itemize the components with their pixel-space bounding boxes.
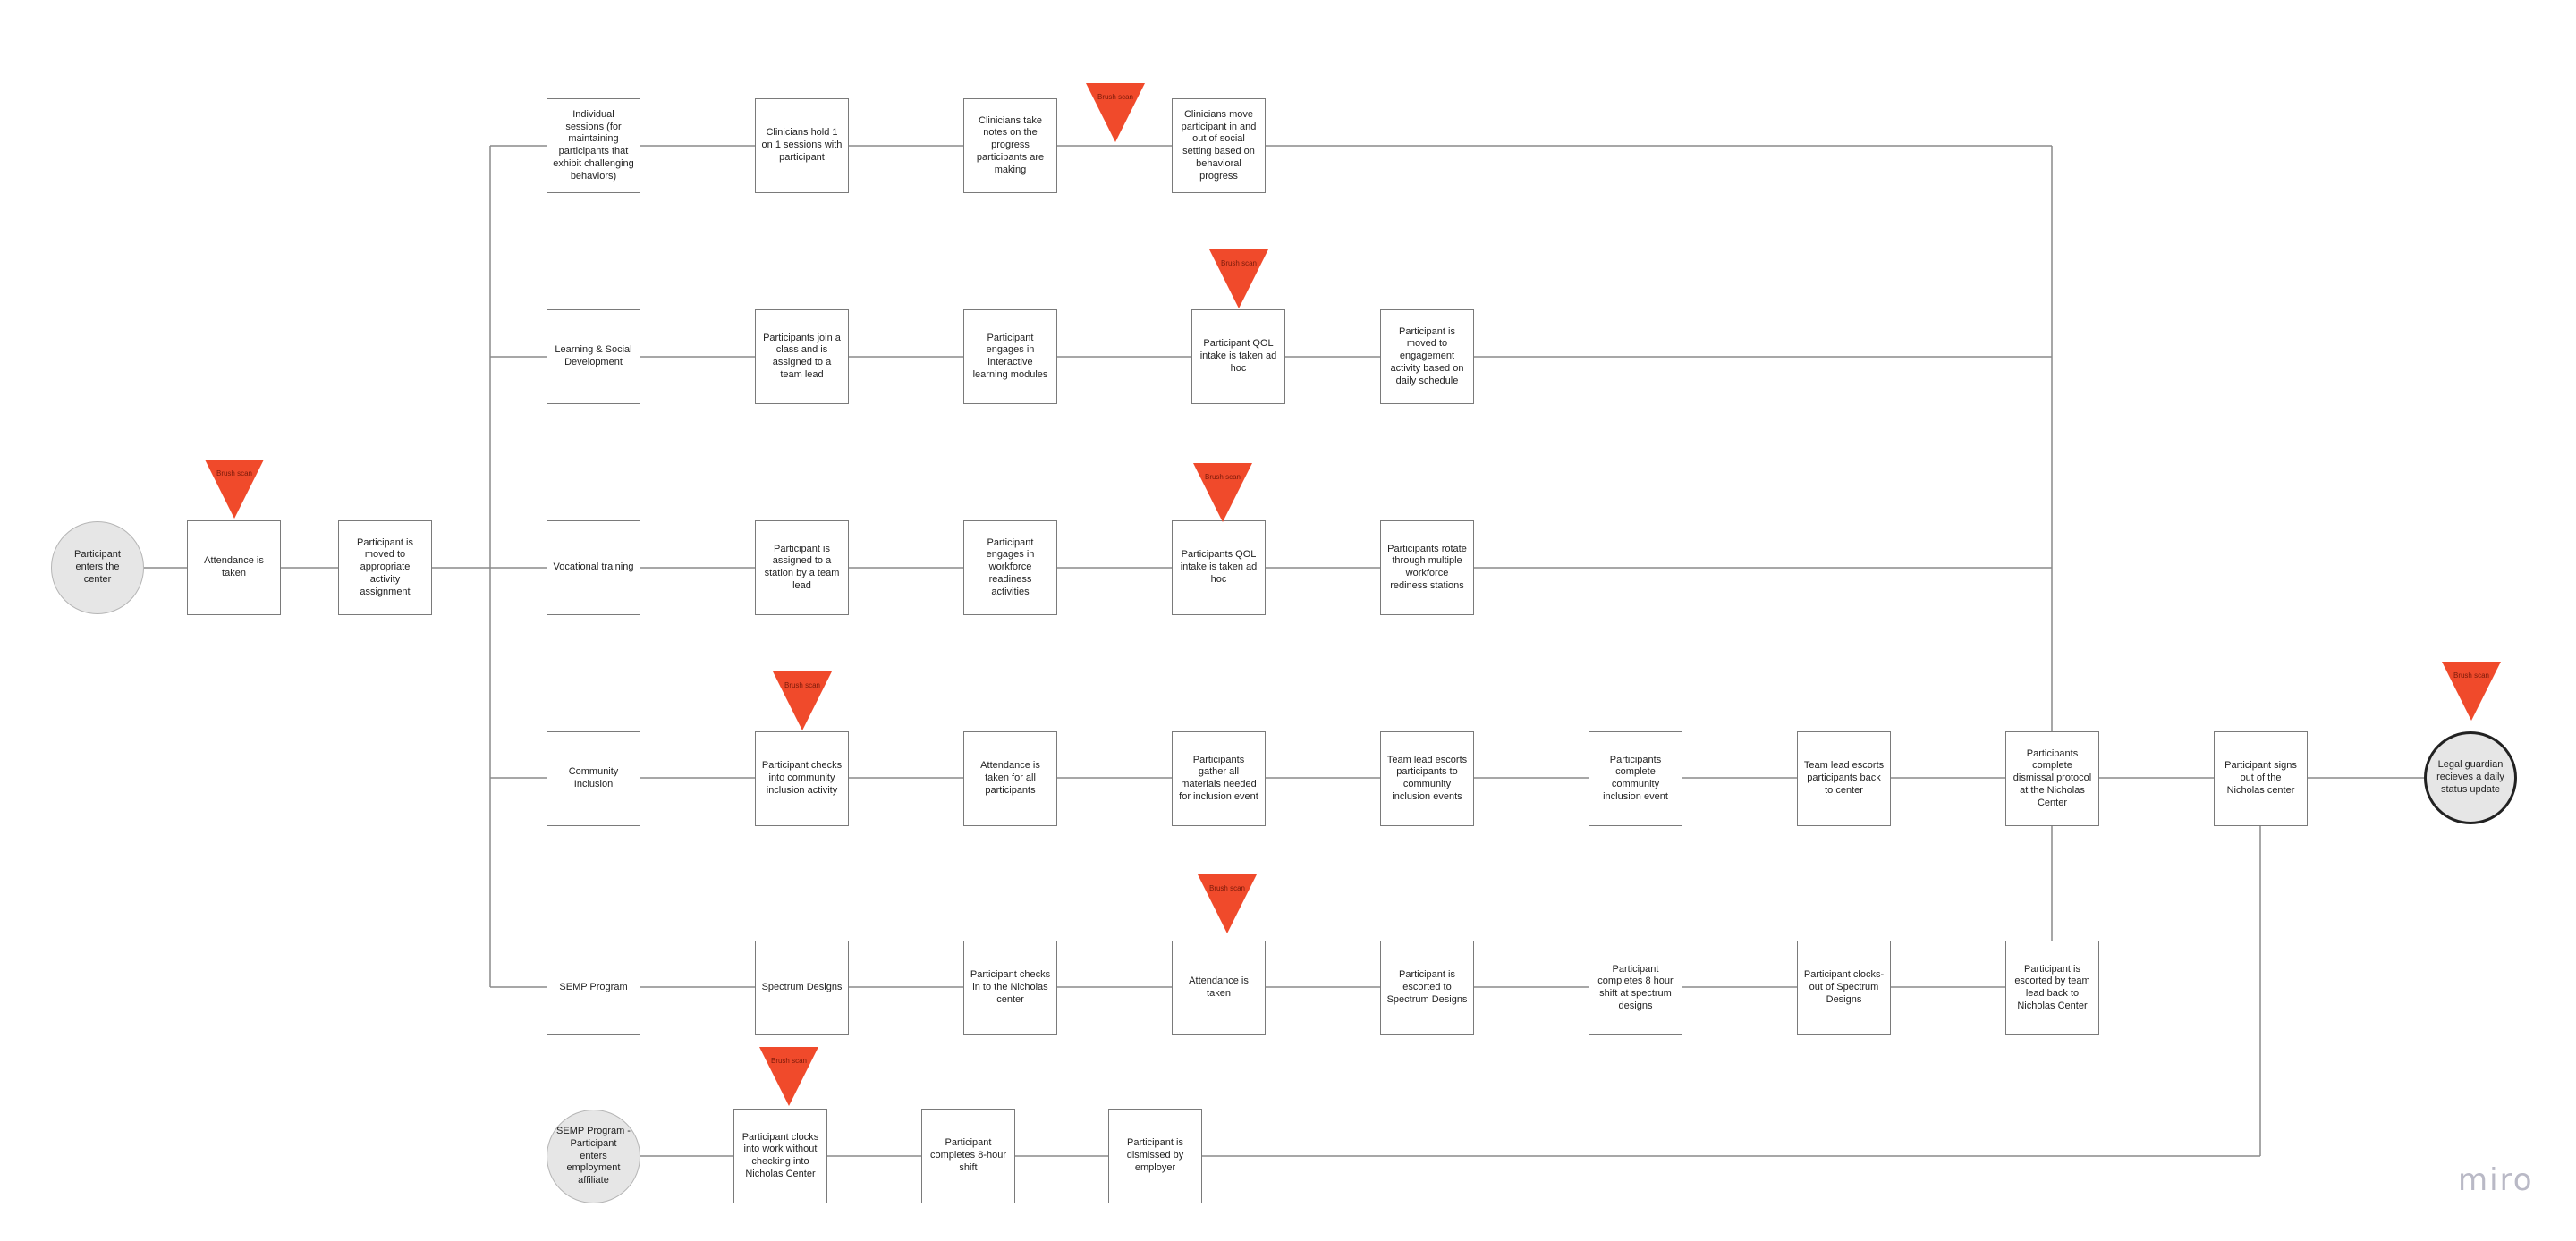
individual-step-2: Clinicians take notes on the progress pa… bbox=[963, 98, 1057, 193]
vocational-step-3: Participants QOL intake is taken ad hoc bbox=[1172, 520, 1266, 615]
warning-triangle-icon: Brush scan bbox=[759, 1047, 818, 1106]
warning-triangle-icon: Brush scan bbox=[1198, 874, 1257, 933]
community-step-6: Team lead escorts participants back to c… bbox=[1797, 731, 1891, 826]
learning-step-4: Participant is moved to engagement activ… bbox=[1380, 309, 1474, 404]
warning-triangle-icon: Brush scan bbox=[2442, 662, 2501, 721]
vocational-step-2: Participant engages in workforce readine… bbox=[963, 520, 1057, 615]
warning-triangle-icon: Brush scan bbox=[773, 671, 832, 730]
track-individual-label: Individual sessions (for maintaining par… bbox=[547, 98, 640, 193]
individual-step-1: Clinicians hold 1 on 1 sessions with par… bbox=[755, 98, 849, 193]
marker-label: Brush scan bbox=[784, 681, 821, 689]
affiliate-step-2: Participant completes 8-hour shift bbox=[921, 1109, 1015, 1203]
marker-label: Brush scan bbox=[1208, 884, 1246, 892]
track-vocational-label: Vocational training bbox=[547, 520, 640, 615]
semp-step-2: Participant checks in to the Nicholas ce… bbox=[963, 941, 1057, 1035]
semp-step-1: Spectrum Designs bbox=[755, 941, 849, 1035]
end-node: Legal guardian recieves a daily status u… bbox=[2424, 731, 2517, 824]
marker-label: Brush scan bbox=[770, 1057, 808, 1065]
marker-label: Brush scan bbox=[2453, 671, 2490, 680]
track-affiliate-start: SEMP Program - Participant enters employ… bbox=[547, 1110, 640, 1203]
learning-step-1: Participants join a class and is assigne… bbox=[755, 309, 849, 404]
warning-triangle-icon: Brush scan bbox=[1086, 83, 1145, 142]
marker-label: Brush scan bbox=[216, 469, 253, 477]
attendance-node: Attendance is taken bbox=[187, 520, 281, 615]
track-learning-label: Learning & Social Development bbox=[547, 309, 640, 404]
semp-step-7: Participant is escorted by team lead bac… bbox=[2005, 941, 2099, 1035]
vocational-step-4: Participants rotate through multiple wor… bbox=[1380, 520, 1474, 615]
affiliate-step-3: Participant is dismissed by employer bbox=[1108, 1109, 1202, 1203]
warning-triangle-icon: Brush scan bbox=[205, 460, 264, 519]
start-node: Participant enters the center bbox=[51, 521, 144, 614]
warning-triangle-icon: Brush scan bbox=[1209, 249, 1268, 308]
learning-step-3: Participant QOL intake is taken ad hoc bbox=[1191, 309, 1285, 404]
community-step-1: Participant checks into community inclus… bbox=[755, 731, 849, 826]
track-semp-label: SEMP Program bbox=[547, 941, 640, 1035]
marker-label: Brush scan bbox=[1097, 93, 1134, 101]
dismissal-node: Participants complete dismissal protocol… bbox=[2005, 731, 2099, 826]
assignment-node: Participant is moved to appropriate acti… bbox=[338, 520, 432, 615]
community-step-5: Participants complete community inclusio… bbox=[1589, 731, 1682, 826]
semp-step-5: Participant completes 8 hour shift at sp… bbox=[1589, 941, 1682, 1035]
individual-step-3: Clinicians move participant in and out o… bbox=[1172, 98, 1266, 193]
learning-step-2: Participant engages in interactive learn… bbox=[963, 309, 1057, 404]
marker-label: Brush scan bbox=[1220, 259, 1258, 267]
semp-step-4: Participant is escorted to Spectrum Desi… bbox=[1380, 941, 1474, 1035]
semp-step-3: Attendance is taken bbox=[1172, 941, 1266, 1035]
semp-step-6: Participant clocks-out of Spectrum Desig… bbox=[1797, 941, 1891, 1035]
community-step-2: Attendance is taken for all participants bbox=[963, 731, 1057, 826]
warning-triangle-icon: Brush scan bbox=[1193, 463, 1252, 522]
signout-node: Participant signs out of the Nicholas ce… bbox=[2214, 731, 2308, 826]
marker-label: Brush scan bbox=[1204, 473, 1241, 481]
miro-logo: miro bbox=[2458, 1162, 2534, 1198]
affiliate-step-1: Participant clocks into work without che… bbox=[733, 1109, 827, 1203]
community-step-4: Team lead escorts participants to commun… bbox=[1380, 731, 1474, 826]
community-step-3: Participants gather all materials needed… bbox=[1172, 731, 1266, 826]
track-community-label: Community Inclusion bbox=[547, 731, 640, 826]
vocational-step-1: Participant is assigned to a station by … bbox=[755, 520, 849, 615]
